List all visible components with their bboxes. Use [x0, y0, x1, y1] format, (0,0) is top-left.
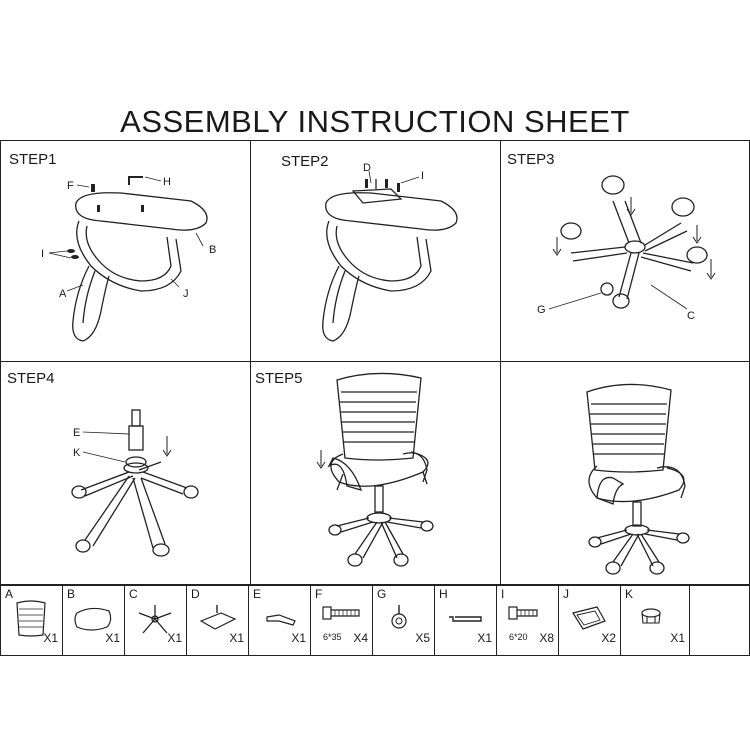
- part-c-qty: X1: [167, 631, 182, 645]
- step-3-panel: STEP3: [500, 140, 750, 362]
- seat-icon: [74, 607, 112, 631]
- bolt-icon: [322, 606, 360, 620]
- part-b: B X1: [62, 584, 125, 656]
- step-2-label: STEP2: [281, 153, 329, 170]
- part-j: J X2: [558, 584, 621, 656]
- part-d-letter: D: [191, 587, 200, 601]
- part-empty: [689, 584, 750, 656]
- part-b-qty: X1: [105, 631, 120, 645]
- part-b-letter: B: [67, 587, 76, 601]
- part-f-spec: 6*35: [323, 632, 342, 642]
- steps-grid: STEP1: [0, 140, 750, 586]
- part-d-qty: X1: [229, 631, 244, 645]
- part-a-qty: X1: [43, 631, 58, 645]
- hex-key-icon: [449, 616, 482, 622]
- part-a-letter: A: [5, 587, 14, 601]
- bolt-icon: [508, 606, 538, 620]
- part-c: C X1: [124, 584, 187, 656]
- step-2-callout-i: I: [421, 170, 424, 182]
- mechanism-icon: [199, 605, 237, 630]
- backrest-icon: [16, 600, 46, 637]
- part-k: K X1: [620, 584, 690, 656]
- step-1-callout-j: J: [183, 288, 189, 300]
- step-5-panel: STEP5: [250, 361, 501, 586]
- step-3-callout-c: C: [687, 310, 695, 322]
- armrest-icon: [572, 606, 606, 630]
- finished-chair-illustration: [586, 383, 690, 575]
- part-e-qty: X1: [291, 631, 306, 645]
- step-4-label: STEP4: [7, 370, 55, 387]
- step-4-callout-e: E: [73, 427, 80, 439]
- step-1-callout-f: F: [67, 180, 74, 192]
- part-j-letter: J: [563, 587, 569, 601]
- step-5-label: STEP5: [255, 370, 303, 387]
- part-e-letter: E: [253, 587, 262, 601]
- step-2-callout-d: D: [363, 162, 371, 174]
- step-1-callout-h: H: [163, 176, 171, 188]
- part-j-qty: X2: [601, 631, 616, 645]
- finished-chair-panel: [500, 361, 750, 586]
- part-g: G X5: [372, 584, 435, 656]
- part-k-qty: X1: [670, 631, 685, 645]
- part-c-letter: C: [129, 587, 138, 601]
- step-3-callout-g: G: [537, 304, 546, 316]
- step-5-illustration: [316, 372, 434, 567]
- step-4-illustration: E K: [71, 409, 199, 557]
- sheet-title: ASSEMBLY INSTRUCTION SHEET: [120, 104, 630, 139]
- part-g-qty: X5: [415, 631, 430, 645]
- part-f-qty: X4: [353, 631, 368, 645]
- base-icon: [138, 605, 172, 634]
- step-1-illustration: F H I A J B: [41, 176, 216, 342]
- step-2-illustration: D I: [322, 162, 458, 342]
- part-k-letter: K: [625, 587, 634, 601]
- step-1-label: STEP1: [9, 151, 57, 168]
- part-i-letter: I: [501, 587, 505, 601]
- step-3-illustration: G C: [537, 175, 716, 322]
- part-h-letter: H: [439, 587, 448, 601]
- part-h-qty: X1: [477, 631, 492, 645]
- part-e: E X1: [248, 584, 311, 656]
- step-4-panel: STEP4: [0, 361, 251, 586]
- part-f: F 6*35 X4: [310, 584, 373, 656]
- step-1-callout-a: A: [59, 288, 67, 300]
- part-i-spec: 6*20: [509, 632, 528, 642]
- step-1-callout-b: B: [209, 244, 216, 256]
- parts-list: A X1 B X1 C X1 D X1 E: [0, 584, 750, 656]
- cover-icon: [641, 608, 661, 624]
- part-f-letter: F: [315, 587, 323, 601]
- part-d: D X1: [186, 584, 249, 656]
- part-i: I 6*20 X8: [496, 584, 559, 656]
- step-4-callout-k: K: [73, 447, 81, 459]
- part-g-letter: G: [377, 587, 387, 601]
- gas-lift-icon: [266, 614, 296, 626]
- step-1-panel: STEP1: [0, 140, 251, 362]
- step-1-callout-i: I: [41, 248, 44, 260]
- part-h: H X1: [434, 584, 497, 656]
- part-a: A X1: [0, 584, 63, 656]
- part-i-qty: X8: [539, 631, 554, 645]
- caster-icon: [391, 605, 407, 629]
- step-2-panel: STEP2 D I: [250, 140, 501, 362]
- step-3-label: STEP3: [507, 151, 555, 168]
